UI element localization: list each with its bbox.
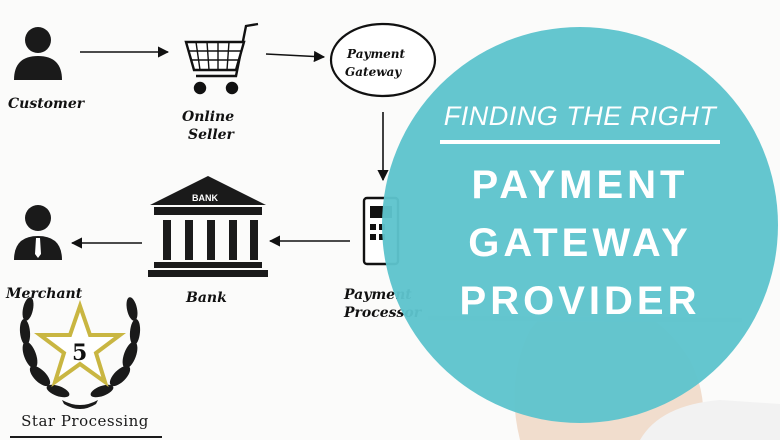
- shopping-cart-icon: [184, 22, 259, 95]
- banner-tagline: FINDING THE RIGHT: [443, 101, 717, 131]
- gateway-label-line-1: Payment: [346, 47, 406, 61]
- seller-label-line-1: Online: [182, 109, 234, 125]
- merchant-icon: [14, 205, 62, 260]
- customer-icon: [14, 27, 62, 80]
- banner-title-line-1: PAYMENT: [471, 163, 689, 207]
- bank-sign-text: BANK: [192, 193, 218, 203]
- bank-label: Bank: [185, 290, 227, 306]
- customer-label: Customer: [8, 96, 86, 112]
- gateway-label-line-2: Gateway: [345, 65, 402, 79]
- title-divider: [440, 140, 720, 144]
- badge-number: 5: [72, 340, 87, 366]
- payment-gateway-oval: [329, 22, 437, 98]
- bank-building-icon: [148, 176, 268, 277]
- merchant-label: Merchant: [5, 286, 83, 302]
- banner-title: FINDING THE RIGHT PAYMENT GATEWAY PROVID…: [430, 96, 730, 330]
- title-circle: [382, 27, 778, 423]
- arrow-seller-to-gateway: [265, 50, 326, 63]
- seller-label-line-2: Seller: [188, 127, 236, 143]
- banner-title-line-3: PROVIDER: [459, 279, 701, 323]
- badge-name: Star Processing: [21, 412, 149, 430]
- banner-title-line-2: GATEWAY: [468, 221, 692, 265]
- star-icon: [34, 299, 126, 388]
- laurel-wreath-icon: [19, 297, 141, 409]
